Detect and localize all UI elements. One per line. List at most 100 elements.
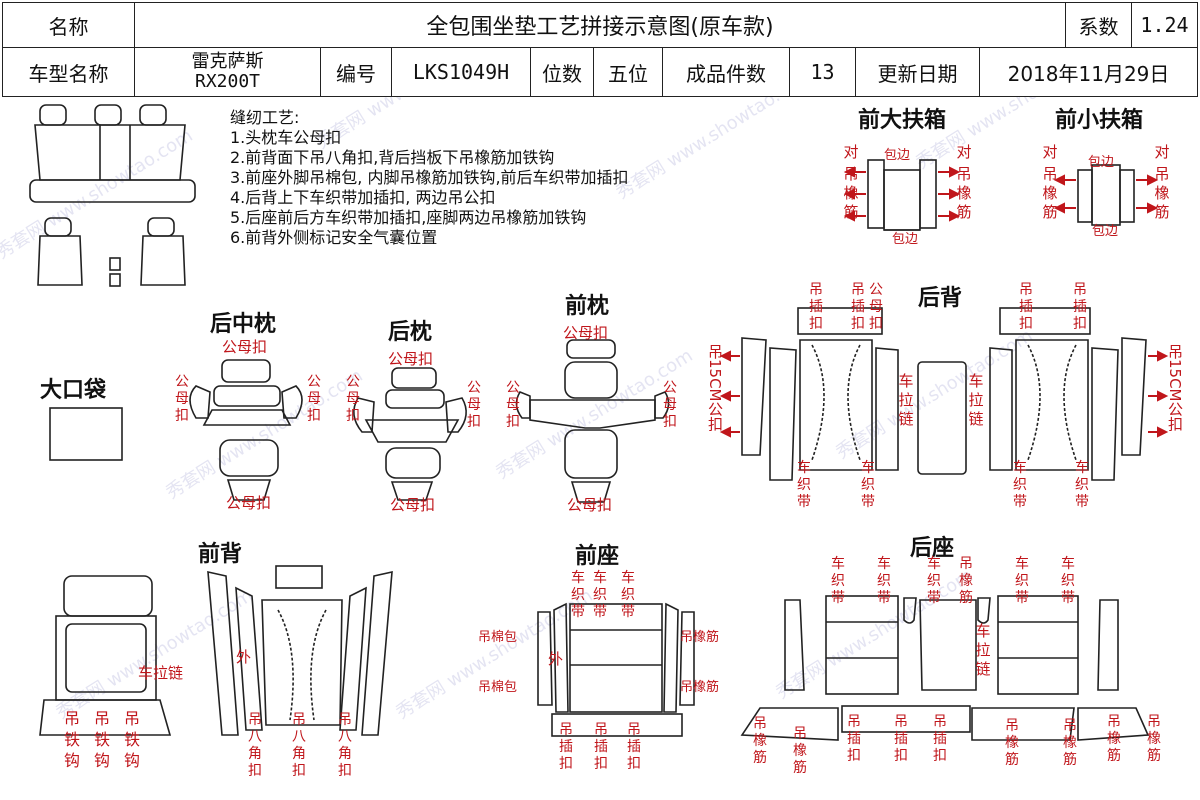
annotation: 车织带: [571, 570, 585, 620]
annotation: 公母扣: [388, 350, 434, 368]
annotation: 吊橡筋: [1147, 714, 1161, 764]
name-label: 名称: [2, 2, 135, 48]
annotation: 包边: [1092, 224, 1119, 239]
annotation: 吊橡筋: [680, 680, 720, 695]
annotation: 吊插扣: [627, 722, 641, 772]
section-title-rear-back: 后背: [918, 286, 963, 311]
annotation: 吊橡筋: [1107, 714, 1121, 764]
annotation: 吊棉包: [478, 680, 518, 695]
big-pocket-shape: [49, 407, 123, 461]
code-label: 编号: [320, 47, 392, 97]
pieces-value: 13: [789, 47, 856, 97]
annotation: 吊八角扣: [248, 712, 262, 779]
annotation: 对: [1042, 143, 1058, 161]
note-item: 1.头枕车公母扣: [230, 128, 342, 147]
seats-label: 位数: [530, 47, 594, 97]
model-label: 车型名称: [2, 47, 135, 97]
annotation: 吊橡筋: [843, 165, 859, 221]
annotation: 吊棉包: [478, 630, 518, 645]
note-item: 5.后座前后方车织带加插扣,座脚两边吊橡筋加铁钩: [230, 208, 587, 227]
annotation: 公母扣: [390, 496, 436, 514]
front-headrest-shape: [515, 339, 670, 503]
section-title-rear-seat: 后座: [910, 536, 955, 561]
annotation: 吊15CM公扣: [706, 344, 724, 432]
annotation: 吊铁钩: [123, 709, 140, 770]
annotation: 吊插扣: [559, 722, 573, 772]
note-item: 4.后背上下车织带加插扣, 两边吊公扣: [230, 188, 496, 207]
seat-thumbnail: [29, 104, 196, 287]
annotation: 包边: [884, 148, 911, 163]
annotation: 吊插扣: [594, 722, 608, 772]
annotation: 吊橡筋: [793, 726, 807, 776]
annotation: 车织带: [1061, 556, 1075, 606]
annotation: 公母扣: [222, 338, 268, 356]
updated-label: 更新日期: [855, 47, 980, 97]
front-seat-shape: [537, 602, 695, 737]
annotation: 外: [548, 650, 564, 668]
annotation: 对: [1154, 143, 1170, 161]
annotation: 吊橡筋: [959, 556, 973, 606]
annotation: 吊15CM公扣: [1166, 344, 1184, 432]
annotation: 公母扣: [467, 380, 481, 430]
annotation: 吊橡筋: [1154, 165, 1170, 221]
annotation: 吊插扣: [894, 714, 908, 764]
annotation: 外: [236, 648, 252, 666]
note-item: 2.前背面下吊八角扣,背后挡板下吊橡筋加铁钩: [230, 148, 555, 167]
annotation: 吊插扣: [933, 714, 947, 764]
annotation: 吊橡筋: [956, 165, 972, 221]
pieces-label: 成品件数: [662, 47, 790, 97]
annotation: 吊八角扣: [292, 712, 306, 779]
annotation: 车织带: [1013, 460, 1027, 510]
annotation: 吊插扣: [847, 714, 861, 764]
note-item: 3.前座外脚吊棉包, 内脚吊橡筋加铁钩,前后车织带加插扣: [230, 168, 629, 187]
annotation: 公母扣: [663, 380, 677, 430]
annotation: 吊铁钩: [63, 709, 80, 770]
annotation: 吊铁钩: [93, 709, 110, 770]
annotation: 车织带: [831, 556, 845, 606]
section-title-big-pocket: 大口袋: [40, 378, 107, 403]
code-value: LKS1049H: [391, 47, 531, 97]
section-title-front-big-armrest: 前大扶箱: [858, 108, 947, 133]
coef-value: 1.24: [1131, 2, 1198, 48]
updated-value: 2018年11月29日: [979, 47, 1198, 97]
annotation: 吊橡筋: [1005, 718, 1019, 768]
annotation: 吊橡筋: [753, 716, 767, 766]
annotation: 车拉链: [968, 372, 984, 428]
coef-label: 系数: [1065, 2, 1132, 48]
front-big-armrest-shape: [867, 159, 937, 231]
annotation: 车织带: [1015, 556, 1029, 606]
annotation: 公母扣: [175, 374, 189, 424]
rear-back-shape: [741, 307, 1147, 481]
annotation: 包边: [892, 232, 919, 247]
annotation: 车织带: [927, 556, 941, 606]
annotation: 车织带: [1075, 460, 1089, 510]
annotation: 吊插扣: [1073, 282, 1087, 332]
annotation: 车织带: [797, 460, 811, 510]
annotation: 吊插扣: [809, 282, 823, 332]
annotation: 公母扣: [869, 282, 883, 332]
seats-value: 五位: [593, 47, 663, 97]
notes-heading: 缝纫工艺:: [230, 108, 300, 127]
annotation: 吊插扣: [1019, 282, 1033, 332]
annotation: 包边: [1088, 155, 1115, 170]
annotation: 对: [843, 143, 859, 161]
section-title-rear-mid-headrest: 后中枕: [210, 312, 277, 337]
annotation: 公母扣: [567, 496, 613, 514]
front-small-armrest-shape: [1077, 164, 1135, 226]
note-item: 6.前背外侧标记安全气囊位置: [230, 228, 438, 247]
rear-mid-headrest-shape: [189, 359, 303, 501]
annotation: 吊八角扣: [338, 712, 352, 779]
sewing-notes: 缝纫工艺: 1.头枕车公母扣 2.前背面下吊八角扣,背后挡板下吊橡筋加铁钩 3.…: [230, 108, 629, 248]
annotation: 车织带: [861, 460, 875, 510]
front-back-shape: [39, 565, 393, 736]
annotation: 吊橡筋: [1042, 165, 1058, 221]
annotation: 公母扣: [226, 494, 272, 512]
annotation: 对: [956, 143, 972, 161]
section-title-front-seat: 前座: [575, 544, 620, 569]
section-title-front-headrest: 前枕: [565, 294, 610, 319]
section-title-front-back: 前背: [198, 542, 243, 567]
annotation: 吊橡筋: [1063, 718, 1077, 768]
annotation: 车拉链: [898, 372, 914, 428]
